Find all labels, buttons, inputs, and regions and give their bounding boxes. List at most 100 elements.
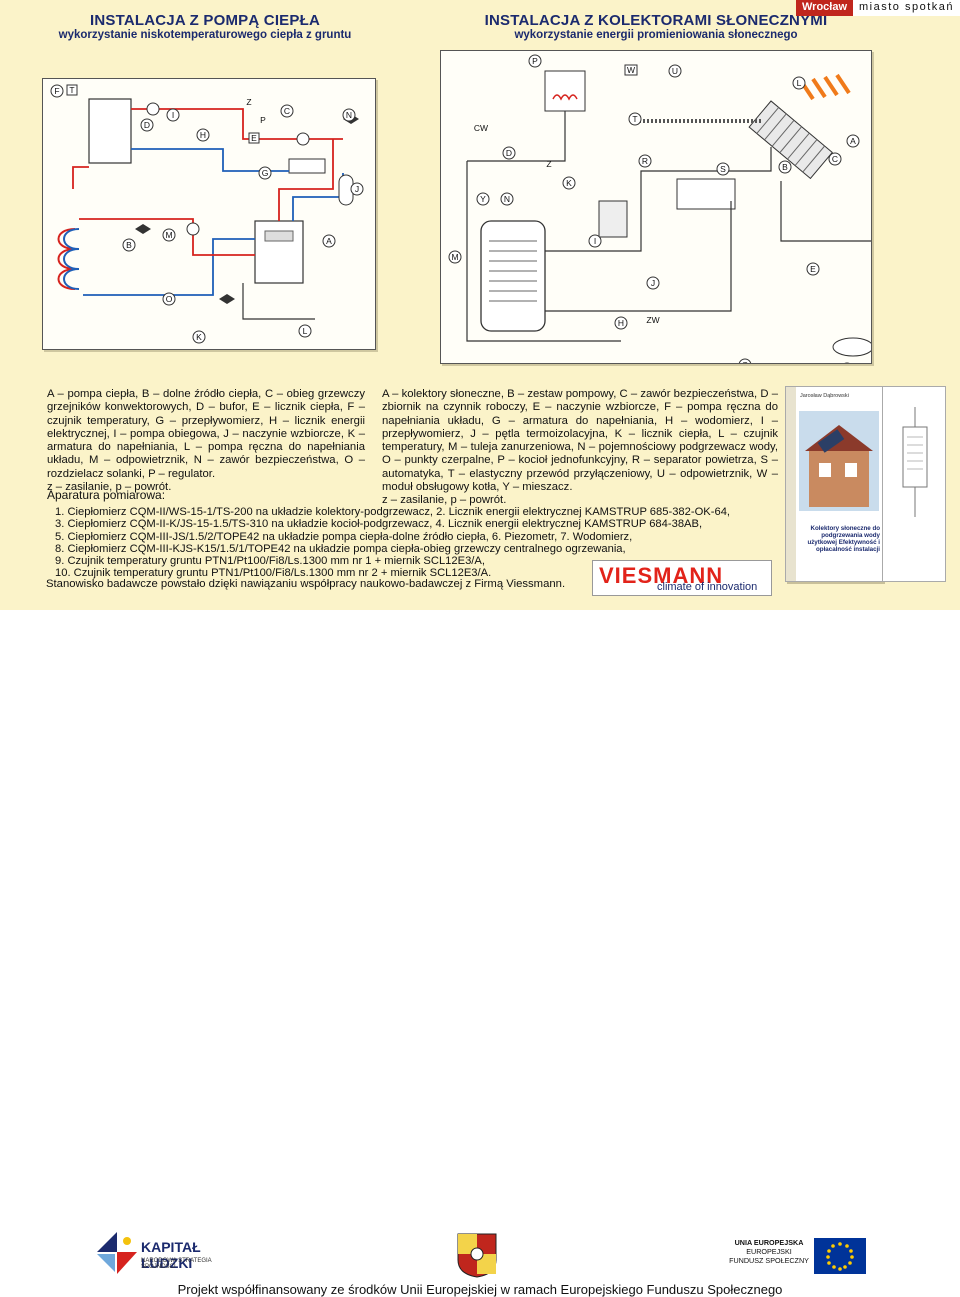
pipe-solar-return (545, 201, 732, 312)
label-I: I (172, 110, 174, 120)
pipe-loop (466, 111, 621, 342)
label-S: S (720, 164, 726, 174)
book-back-diagram (902, 407, 928, 517)
kapital-ludzki-logo: KAPITAŁ LUDZKI NARODOWA STRATEGIA SPÓJNO… (97, 1232, 247, 1274)
ground-loop-supply (57, 228, 76, 290)
book-cover: Jarosław Dąbrowski Kolektory słoneczne d… (785, 386, 883, 582)
solar-collector-diagram: P W U L T CW D Z R K S B C A Y N I M J E (440, 50, 874, 376)
label-W: W (627, 65, 635, 75)
label-F: F (54, 86, 59, 96)
pipe-hp-in (292, 173, 344, 221)
label-C: C (832, 154, 838, 164)
left-subtitle: wykorzystanie niskotemperaturowego ciepł… (58, 29, 352, 42)
viessmann-wordmark: VIESMANN (599, 563, 724, 588)
label-H: H (618, 318, 624, 328)
label-A: A (850, 136, 856, 146)
tank-coil (489, 240, 537, 302)
pump-icon (296, 132, 310, 146)
label-J: J (651, 278, 655, 288)
label-K: K (196, 332, 202, 342)
book-back-cover (882, 386, 946, 582)
label-G: G (742, 360, 749, 363)
automation-box (676, 178, 736, 210)
eu-line2: EUROPEJSKI (746, 1247, 792, 1256)
label-M: M (451, 252, 458, 262)
left-header: INSTALACJA Z POMPĄ CIEPŁA wykorzystanie … (40, 12, 370, 42)
label-L: L (303, 326, 308, 336)
label-D: D (506, 148, 512, 158)
legend-heat-pump-extra: z – zasilanie, p – powrót. (47, 481, 172, 494)
pump-group (598, 200, 628, 238)
book-title: Kolektory słoneczne do podgrzewania wody… (807, 525, 880, 553)
label-N: N (346, 110, 352, 120)
solar-schematic: P W U L T CW D Z R K S B C A Y N I M J E (448, 54, 874, 376)
pipe-solar-supply (545, 147, 772, 252)
label-Y: Y (480, 194, 486, 204)
pipe-brine-supply (79, 218, 255, 256)
burner-flame (552, 94, 578, 101)
pipe-return-top (131, 148, 289, 172)
radiator (288, 158, 326, 174)
label-I: I (594, 236, 596, 246)
sun-rays (799, 73, 851, 101)
label-P: P (260, 115, 266, 125)
ground-loop-return (63, 228, 80, 290)
pipe-brine-return (83, 238, 255, 296)
pipe-pump-group (780, 181, 871, 242)
label-G: G (262, 168, 269, 178)
pump-icon (146, 102, 160, 116)
pipe-fill (242, 283, 315, 320)
legend-solar-text: A – kolektory słoneczne, B – zestaw pomp… (382, 388, 778, 494)
aparatura-item: 3. Ciepłomierz CQM-II-K/JS-15-1.5/TS-310… (55, 518, 703, 531)
label-U: U (672, 66, 678, 76)
footer: KAPITAŁ LUDZKI NARODOWA STRATEGIA SPÓJNO… (0, 610, 960, 1297)
label-L: L (797, 78, 802, 88)
heat-pump-panel (264, 230, 294, 242)
storage-tank (480, 220, 546, 332)
aparatura-item: 10. Czujnik temperatury gruntu PTN1/Pt10… (55, 567, 492, 580)
label-B: B (782, 162, 788, 172)
label-T: T (69, 85, 74, 95)
eu-line3: FUNDUSZ SPOŁECZNY (729, 1256, 809, 1265)
viessmann-tagline: climate of innovation (657, 581, 758, 593)
valve-icon (135, 224, 151, 234)
legend-solar-extra: z – zasilanie, p – powrót. (382, 494, 507, 507)
label-Z: Z (546, 159, 551, 169)
label-O: O (166, 294, 173, 304)
eu-stars-icon (826, 1242, 854, 1271)
heat-pump-schematic: F T D I H Z P C N E G J M B O K L A (50, 84, 364, 344)
book-house-image (799, 411, 879, 511)
label-R: R (642, 156, 648, 166)
kapital-ludzki-sub: NARODOWA STRATEGIA SPÓJNOŚCI (141, 1258, 212, 1270)
label-D: D (144, 120, 150, 130)
label-CW: CW (474, 123, 488, 133)
label-E: E (251, 133, 257, 143)
solar-collector-panel (748, 100, 833, 180)
buffer-tank (88, 98, 132, 164)
kapital-ludzki-icon (97, 1232, 137, 1274)
book-spine (786, 387, 796, 581)
valve-icon (219, 294, 235, 304)
left-title: INSTALACJA Z POMPĄ CIEPŁA (89, 12, 320, 29)
brand-city: Wrocław (795, 0, 854, 16)
aparatura-item: 8. Ciepłomierz CQM-III-KJS-K15/1.5/1/TOP… (55, 542, 626, 555)
pipe-buffer-left (72, 166, 89, 189)
label-J: J (355, 184, 359, 194)
viessmann-logo: VIESMANN climate of innovation (592, 560, 772, 596)
label-P: P (532, 56, 538, 66)
eu-flag-icon (814, 1238, 866, 1274)
label-N: N (504, 194, 510, 204)
label-A: A (326, 236, 332, 246)
poster: INSTALACJA Z POMPĄ CIEPŁA wykorzystanie … (0, 0, 960, 610)
aparatura-item: 9. Czujnik temperatury gruntu PTN1/Pt100… (55, 555, 485, 568)
label-K: K (566, 178, 572, 188)
label-T: T (632, 114, 637, 124)
label-B: B (126, 240, 132, 250)
boiler (544, 70, 586, 112)
legend-solar: A – kolektory słoneczne, B – zestaw pomp… (382, 388, 778, 508)
cooperation-note: Stanowisko badawcze powstało dzięki nawi… (46, 578, 566, 590)
aparatura-title: Aparatura pomiarowa: (47, 488, 166, 502)
expansion-vessel-solar (832, 337, 874, 357)
label-Z: Z (246, 97, 251, 107)
funding-statement: Projekt współfinansowany ze środków Unii… (177, 1282, 783, 1297)
